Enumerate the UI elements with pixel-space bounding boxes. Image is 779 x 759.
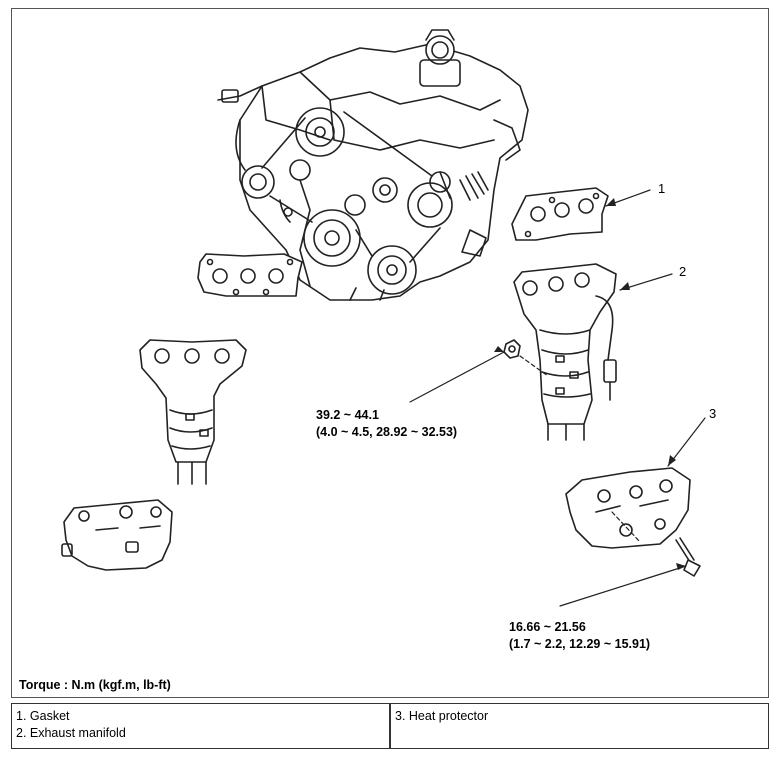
torque-spec-heat-protector-bolt: 16.66 ~ 21.56 (1.7 ~ 2.2, 12.29 ~ 15.91)	[509, 619, 650, 653]
manifold-nut	[503, 339, 521, 359]
callout-number-3: 3	[709, 406, 717, 421]
gasket-left-part	[197, 253, 303, 297]
callout-number-2: 2	[679, 264, 687, 279]
exhaust-manifold-left-part	[139, 339, 247, 485]
legend-item-exhaust-manifold: 2. Exhaust manifold	[16, 726, 126, 740]
exploded-view-drawing	[61, 29, 706, 607]
leader-line-3	[667, 417, 706, 467]
torque-spec-manifold-nut: 39.2 ~ 44.1 (4.0 ~ 4.5, 28.92 ~ 32.53)	[316, 407, 457, 441]
torque-value-nm: 16.66 ~ 21.56	[509, 620, 586, 634]
heat-protector-left-part	[61, 499, 173, 571]
legend-item-heat-protector: 3. Heat protector	[395, 709, 489, 723]
heat-protector-right-part	[565, 467, 701, 577]
legend-column-left: 1. Gasket 2. Exhaust manifold	[12, 704, 389, 748]
exhaust-manifold-right-part	[513, 263, 617, 441]
parts-legend-table: 1. Gasket 2. Exhaust manifold 3. Heat pr…	[11, 703, 769, 749]
torque-value-conversions: (4.0 ~ 4.5, 28.92 ~ 32.53)	[316, 425, 458, 439]
gasket-right-part	[511, 187, 609, 241]
legend-item-gasket: 1. Gasket	[16, 709, 70, 723]
legend-column-right: 3. Heat protector	[389, 704, 768, 748]
torque-units-caption: Torque : N.m (kgf.m, lb-ft)	[19, 678, 171, 692]
leader-line-torque-1	[409, 351, 505, 403]
leader-line-torque-2	[559, 565, 687, 607]
torque-value-nm: 39.2 ~ 44.1	[316, 408, 379, 422]
callout-number-1: 1	[658, 181, 666, 196]
torque-value-conversions: (1.7 ~ 2.2, 12.29 ~ 15.91)	[509, 637, 651, 651]
diagram-frame	[11, 8, 769, 698]
engine-illustration	[217, 29, 529, 301]
